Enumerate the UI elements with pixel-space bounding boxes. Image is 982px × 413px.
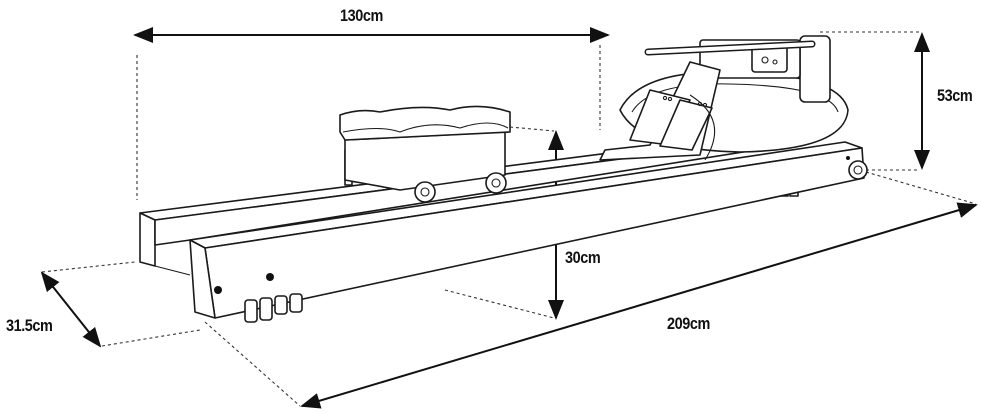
rail-height-label: 30cm: [565, 248, 601, 267]
length-label: 209cm: [667, 314, 710, 333]
rowing-machine: [139, 35, 868, 323]
seat-travel-label: 130cm: [340, 6, 383, 25]
width-label: 31.5cm: [6, 316, 53, 335]
arrow-209cm: [300, 202, 978, 409]
seat: [339, 105, 511, 203]
height-label: 53cm: [937, 86, 973, 105]
arrow-31-5cm: [40, 271, 102, 348]
dimension-arrows: [40, 27, 978, 409]
